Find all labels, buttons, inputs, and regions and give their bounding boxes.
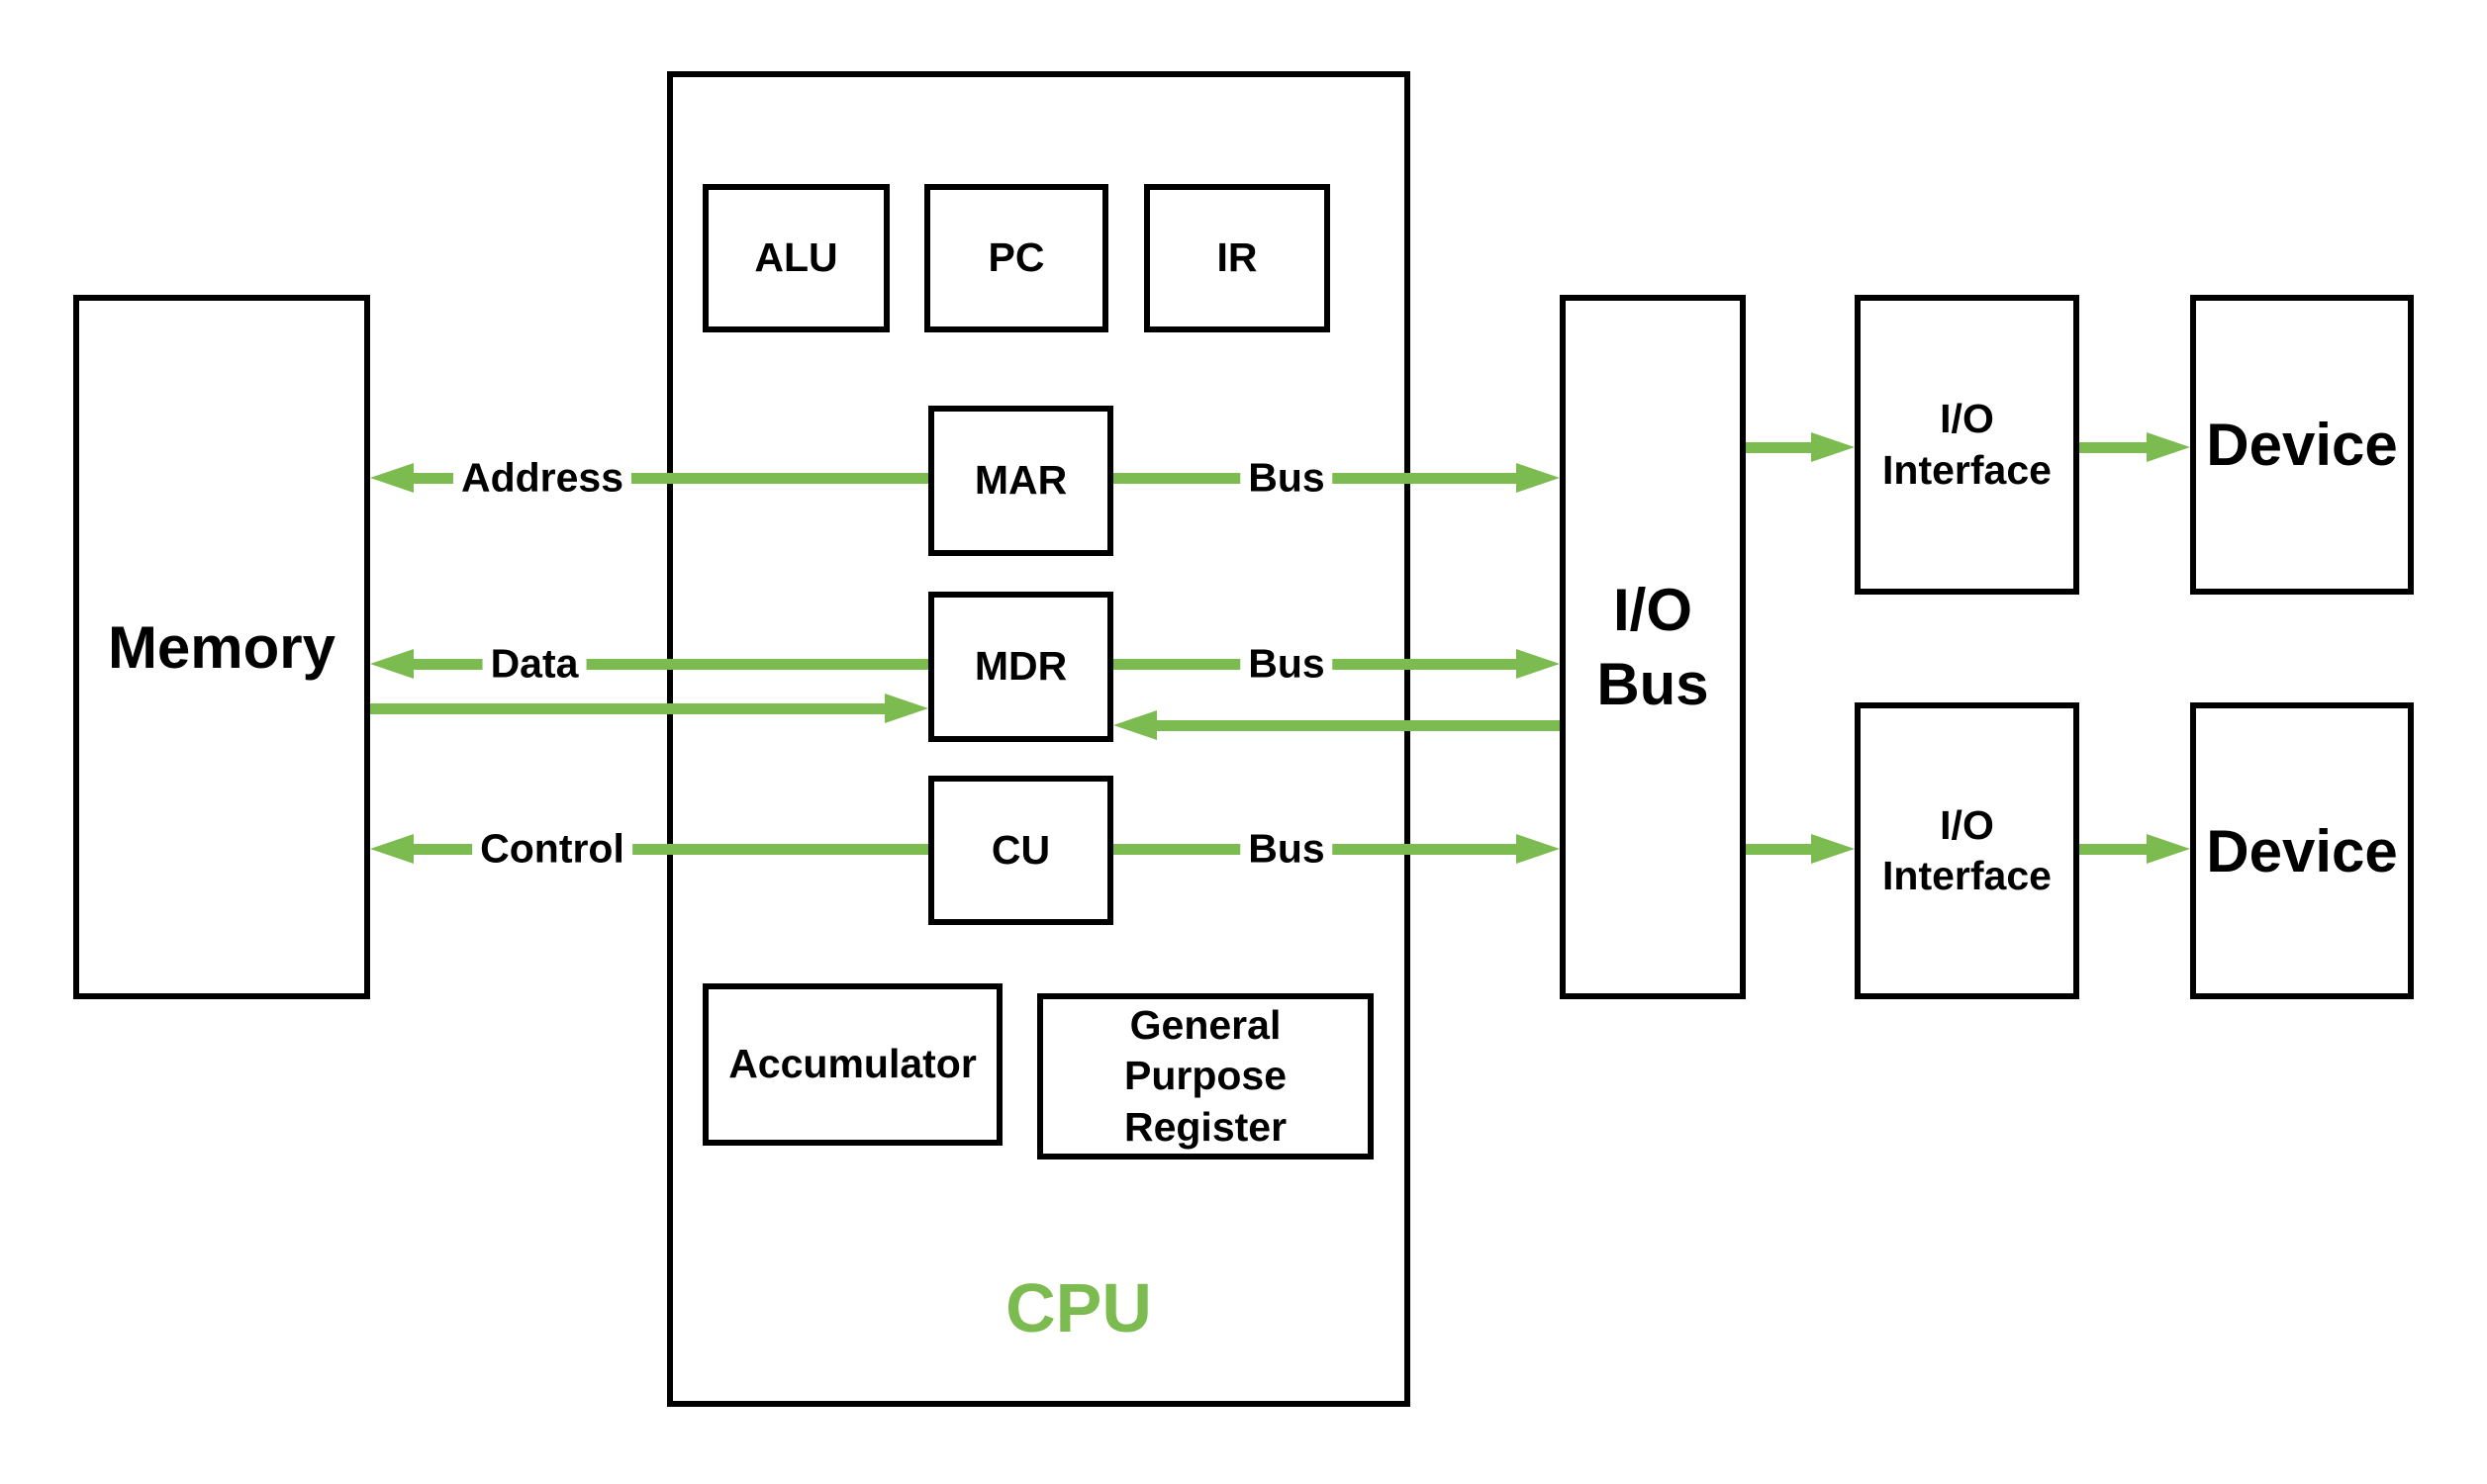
arrowhead-right-icon — [1516, 834, 1560, 864]
mdr-block: MDR — [928, 592, 1113, 742]
memory-label: Memory — [107, 613, 336, 681]
control-arrow-to-memory — [370, 834, 928, 864]
arrowhead-left-icon — [1113, 710, 1157, 740]
arrowhead-right-icon — [2147, 834, 2190, 864]
arrow-shaft — [2079, 843, 2147, 855]
arrow-shaft — [414, 472, 928, 484]
arrow-shaft — [1746, 843, 1811, 855]
alu-block: ALU — [703, 184, 890, 332]
device-top-block: Device — [2190, 295, 2414, 595]
iobus-to-interface-top-arrow — [1746, 432, 1855, 462]
accumulator-block: Accumulator — [703, 983, 1003, 1146]
arrow-shaft — [1157, 719, 1560, 731]
accumulator-label: Accumulator — [728, 1041, 977, 1087]
iobus-to-interface-bottom-arrow — [1746, 834, 1855, 864]
general-purpose-register-label: General Purpose Register — [1123, 1002, 1288, 1150]
control-bus-arrow-to-iobus — [1113, 834, 1560, 864]
arrowhead-right-icon — [885, 694, 928, 723]
arrowhead-left-icon — [370, 463, 414, 493]
arrowhead-right-icon — [1811, 432, 1855, 462]
cu-block: CU — [928, 776, 1113, 925]
cu-label: CU — [991, 826, 1051, 873]
pc-label: PC — [988, 234, 1045, 281]
cpu-label: CPU — [1005, 1269, 1152, 1346]
mdr-label: MDR — [974, 643, 1068, 690]
memory-to-mdr-arrow — [370, 694, 928, 723]
memory-block: Memory — [73, 295, 370, 999]
interface-to-device-bottom-arrow — [2079, 834, 2190, 864]
arrow-shaft — [370, 702, 885, 714]
data-bus-line-label: Bus — [1240, 638, 1333, 690]
io-interface-top-block: I/O Interface — [1855, 295, 2079, 595]
arrow-shaft — [414, 658, 928, 670]
address-bus-arrow-to-iobus — [1113, 463, 1560, 493]
address-bus-line-label: Bus — [1240, 452, 1333, 504]
device-top-label: Device — [2206, 412, 2398, 478]
arrow-shaft — [2079, 441, 2147, 453]
device-bottom-block: Device — [2190, 702, 2414, 999]
arrow-shaft — [414, 843, 928, 855]
arrowhead-right-icon — [1516, 649, 1560, 679]
arrowhead-right-icon — [1811, 834, 1855, 864]
interface-to-device-top-arrow — [2079, 432, 2190, 462]
device-bottom-label: Device — [2206, 817, 2398, 884]
io-bus-block: I/O Bus — [1560, 295, 1746, 999]
arrowhead-left-icon — [370, 649, 414, 679]
general-purpose-register-block: General Purpose Register — [1037, 993, 1374, 1159]
iobus-to-mdr-arrow — [1113, 710, 1560, 740]
mar-label: MAR — [974, 457, 1068, 504]
ir-block: IR — [1144, 184, 1330, 332]
arrowhead-right-icon — [1516, 463, 1560, 493]
io-interface-top-label: I/O Interface — [1882, 396, 2052, 493]
pc-block: PC — [924, 184, 1108, 332]
io-bus-label: I/O Bus — [1596, 577, 1709, 717]
control-line-label: Control — [472, 823, 632, 875]
mar-block: MAR — [928, 406, 1113, 556]
control-bus-line-label: Bus — [1240, 823, 1333, 875]
data-line-label: Data — [482, 638, 587, 690]
arrowhead-right-icon — [2147, 432, 2190, 462]
data-arrow-to-memory — [370, 649, 928, 679]
address-arrow-to-memory — [370, 463, 928, 493]
io-interface-bottom-block: I/O Interface — [1855, 702, 2079, 999]
arrow-shaft — [1746, 441, 1811, 453]
address-line-label: Address — [452, 452, 632, 504]
data-bus-arrow-to-iobus — [1113, 649, 1560, 679]
ir-label: IR — [1216, 234, 1258, 281]
arrowhead-left-icon — [370, 834, 414, 864]
alu-label: ALU — [754, 234, 838, 281]
io-interface-bottom-label: I/O Interface — [1882, 801, 2052, 898]
